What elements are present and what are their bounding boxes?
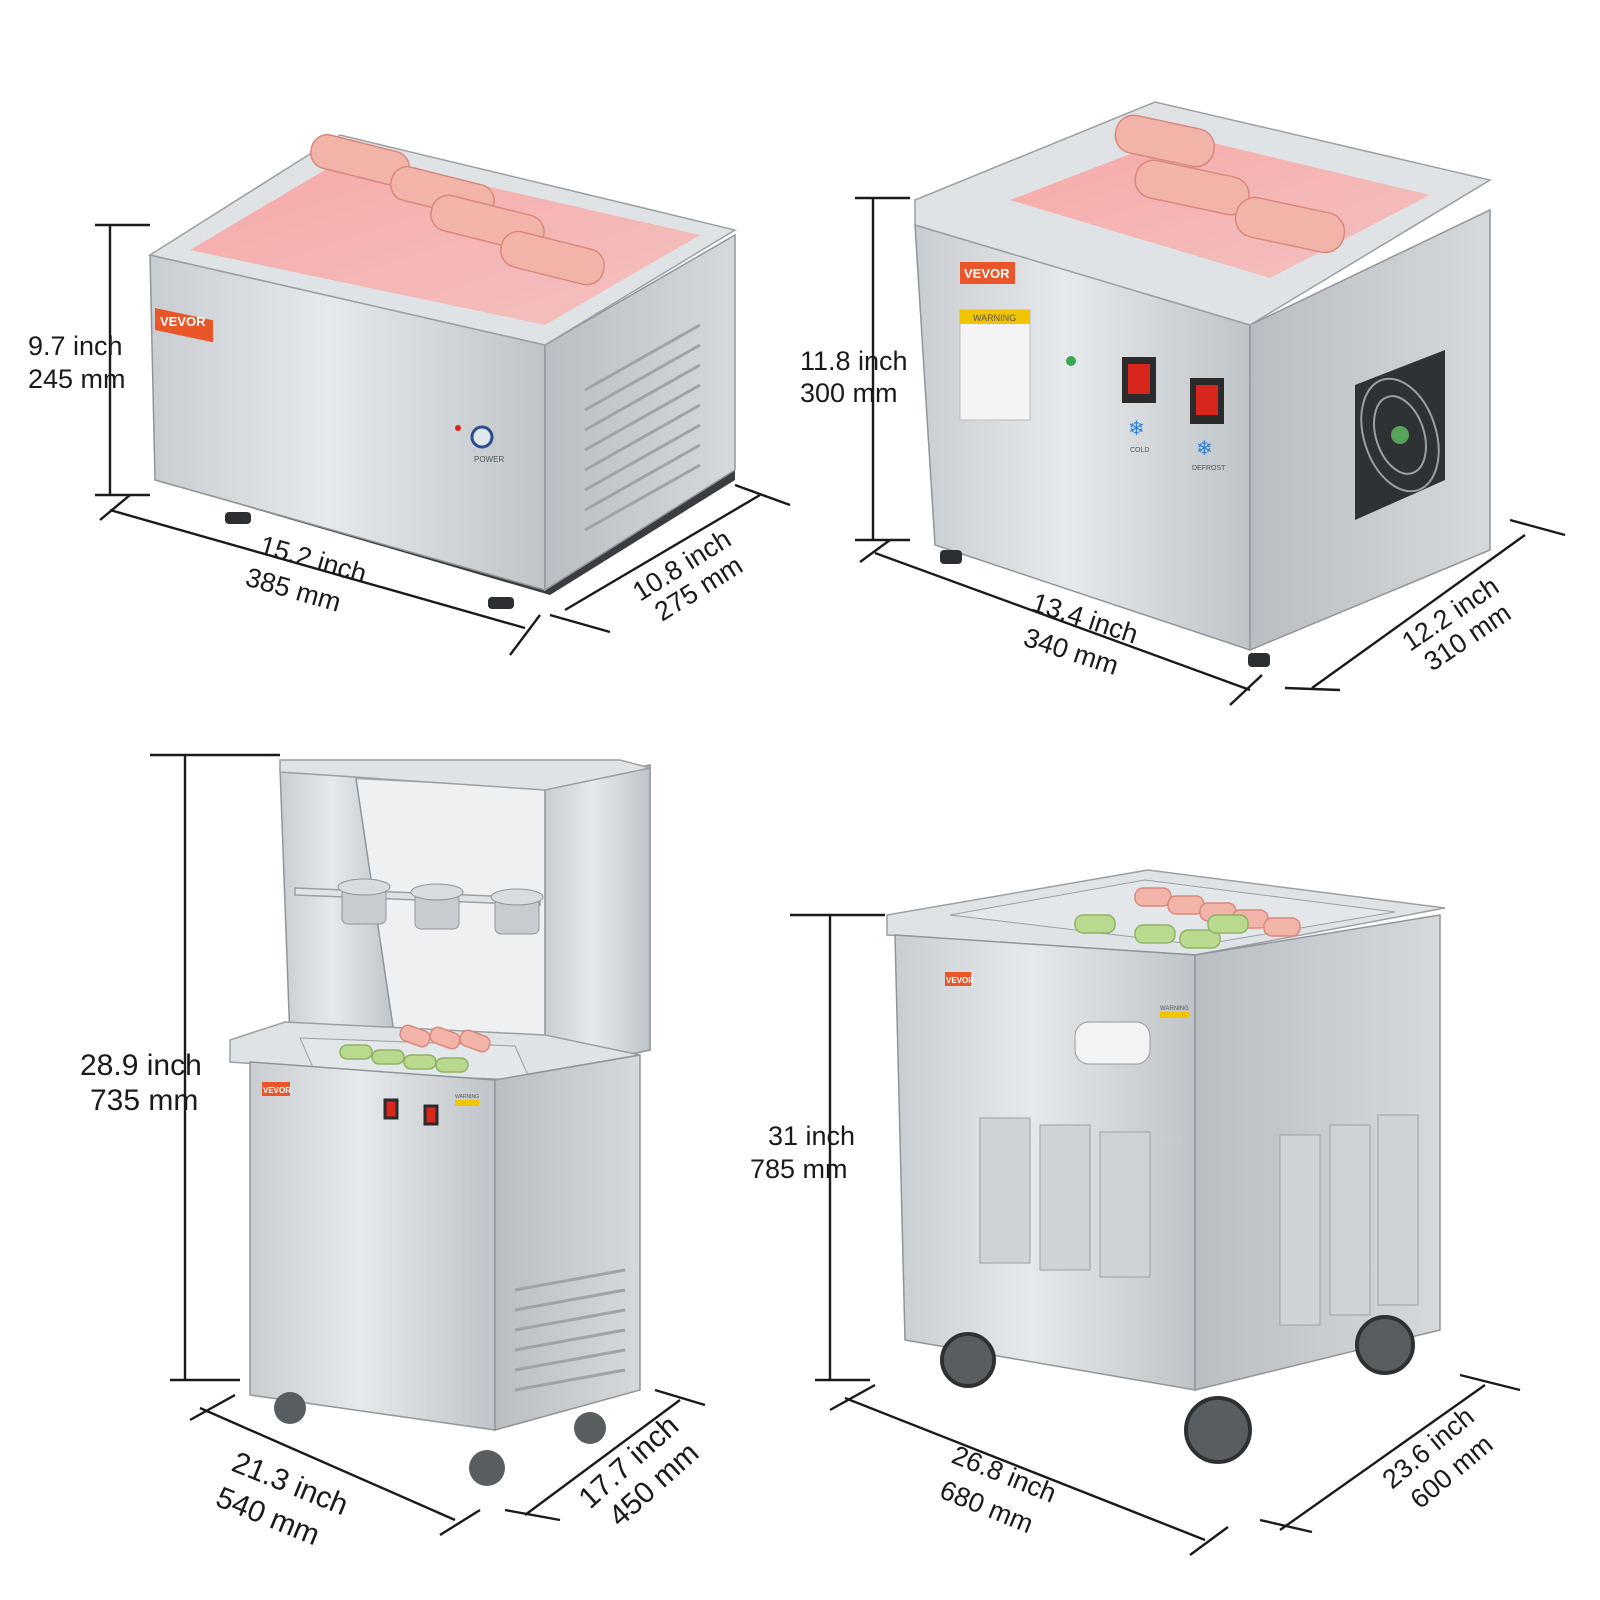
cooling-fan-icon — [1355, 350, 1445, 520]
machine-foot — [488, 597, 514, 609]
height-inch-label: 28.9 inch — [80, 1049, 202, 1082]
snowflake-icon: ❄ — [1128, 416, 1145, 440]
height-mm-label: 785 mm — [750, 1154, 848, 1184]
product-cart-with-shelf: VEVOR WARNING — [229, 759, 651, 1486]
warning-text: WARNING — [455, 1094, 479, 1100]
brand-label — [262, 1082, 290, 1096]
product-tabletop-small: VEVOR POWER — [148, 134, 737, 609]
side-vents — [584, 323, 701, 532]
defrost-switch-rocker — [1196, 385, 1218, 415]
digital-control-panel[interactable] — [1074, 1021, 1151, 1065]
brand-label — [945, 972, 971, 986]
height-inch-label: 31 inch — [768, 1121, 855, 1151]
product-tabletop-square: VEVOR WARNING ❄ COLD ❄ DEFROST — [914, 101, 1492, 667]
defrost-icon: ❄ — [1196, 436, 1213, 460]
side-vents — [1279, 1114, 1419, 1326]
cabinet-front — [249, 1061, 496, 1431]
cold-switch[interactable] — [383, 1098, 399, 1120]
canopy-top — [279, 759, 651, 791]
cold-label: COLD — [1130, 447, 1149, 454]
machine-foot — [1248, 653, 1270, 667]
side-vents — [514, 1268, 626, 1392]
cold-switch-rocker — [1128, 364, 1150, 394]
ice-cream-rolls — [310, 134, 605, 286]
machine-base — [155, 468, 735, 595]
machine-side-panel — [544, 233, 736, 592]
machine-foot — [940, 550, 962, 564]
brand-name: VEVOR — [946, 976, 974, 985]
ice-cream-rolls — [339, 1024, 491, 1073]
front-vents — [979, 1117, 1151, 1278]
height-mm-label: 300 mm — [800, 378, 898, 408]
defrost-switch[interactable] — [423, 1104, 439, 1126]
indicator-light-icon — [455, 425, 461, 431]
warning-header — [455, 1100, 479, 1106]
brand-name: VEVOR — [263, 1086, 291, 1095]
cabinet-side — [494, 1054, 641, 1431]
canopy-right-panel — [544, 764, 651, 1073]
caster-wheels — [274, 1392, 606, 1486]
warning-text: WARNING — [973, 313, 1016, 323]
power-button-icon[interactable] — [470, 425, 494, 449]
indicator-light-icon — [1066, 356, 1076, 366]
topping-cups — [337, 878, 544, 935]
ice-cream-rolls — [1074, 887, 1301, 949]
brand-name: VEVOR — [160, 314, 206, 329]
warning-header — [1160, 1012, 1190, 1018]
height-mm-label: 245 mm — [28, 364, 126, 394]
ice-cream-rolls — [1114, 114, 1346, 254]
height-inch-label: 11.8 inch — [800, 346, 908, 376]
warning-header — [960, 310, 1030, 324]
caster-wheels — [940, 1315, 1415, 1464]
brand-name: VEVOR — [964, 266, 1010, 281]
height-mm-label: 735 mm — [90, 1084, 198, 1117]
brand-label — [960, 262, 1015, 284]
defrost-label: DEFROST — [1192, 465, 1226, 472]
height-inch-label: 9.7 inch — [28, 331, 123, 361]
machine-foot — [225, 512, 251, 524]
brand-label: VEVOR — [155, 307, 213, 343]
power-label: POWER — [474, 455, 504, 464]
product-cart-large: VEVOR WARNING — [886, 869, 1446, 1464]
freezing-pan — [190, 155, 700, 325]
warning-label — [959, 309, 1031, 421]
warning-text: WARNING — [1160, 1006, 1189, 1012]
